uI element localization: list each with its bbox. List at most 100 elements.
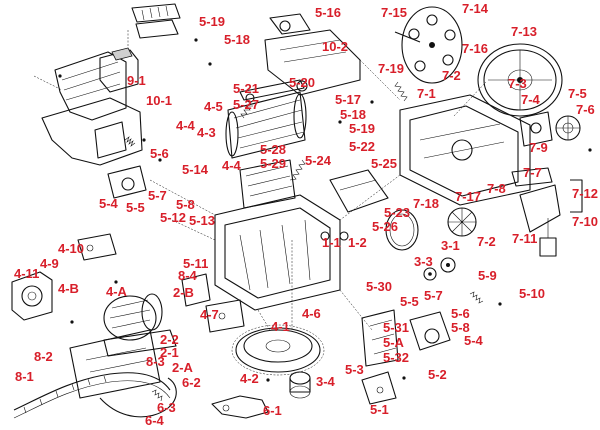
callout-7-6: 7-6: [576, 102, 595, 117]
callout-5-17: 5-17: [335, 92, 361, 107]
line-art: [11, 3, 592, 419]
callout-5-22: 5-22: [349, 139, 375, 154]
callout-8-2: 8-2: [34, 349, 53, 364]
callout-5-4-left: 5-4: [99, 196, 119, 211]
callout-6-1: 6-1: [263, 403, 282, 418]
callout-4-9: 4-9: [40, 256, 59, 271]
roller-5-4: [107, 165, 147, 199]
bracket-7-9: [519, 111, 553, 147]
callout-5-21: 5-21: [233, 81, 259, 96]
wire-6-4: [99, 377, 177, 418]
callout-6-3: 6-3: [157, 400, 176, 415]
callout-2-B: 2-B: [173, 285, 194, 300]
callout-5-25: 5-25: [371, 156, 397, 171]
callout-6-2: 6-2: [182, 375, 201, 390]
callout-4-2: 4-2: [240, 371, 259, 386]
callout-4-4-lower: 4-4: [222, 158, 242, 173]
callout-10-1: 10-1: [146, 93, 172, 108]
callout-2-A: 2-A: [172, 360, 194, 375]
callout-7-17: 7-17: [455, 189, 481, 204]
callout-5-A: 5-A: [383, 335, 405, 350]
callout-5-6-left: 5-6: [150, 146, 169, 161]
callout-4-6: 4-6: [302, 306, 321, 321]
screws-1: [320, 231, 349, 241]
callout-5-10: 5-10: [519, 286, 545, 301]
assembly-5-5: [361, 309, 451, 367]
callout-4-B: 4-B: [58, 281, 79, 296]
belt-7-18: [385, 209, 419, 251]
callout-10-2: 10-2: [322, 39, 348, 54]
callout-4-3: 4-3: [197, 125, 216, 140]
bracket-5-23: [329, 169, 389, 213]
callout-3-3: 3-3: [414, 254, 433, 269]
callout-5-18-mid: 5-18: [340, 107, 366, 122]
assembly-5-1: [361, 371, 397, 405]
callout-3-1: 3-1: [441, 238, 460, 253]
callout-5-5-right: 5-5: [400, 294, 419, 309]
callout-4-10: 4-10: [58, 241, 84, 256]
callout-4-1: 4-1: [271, 319, 290, 334]
gear-3-1: [440, 257, 456, 273]
callout-7-19: 7-19: [378, 61, 404, 76]
callout-7-2: 7-2: [442, 68, 461, 83]
bracket-7-10: [511, 167, 583, 257]
callout-5-23: 5-23: [384, 205, 410, 220]
cable-8-1: [13, 372, 171, 419]
top-connectors: [131, 3, 181, 39]
motor-9-1: [99, 30, 139, 93]
callout-5-8-left: 5-8: [176, 197, 195, 212]
guide-lines: [149, 59, 487, 331]
callout-9-1: 9-1: [127, 73, 146, 88]
callout-5-29: 5-29: [260, 156, 286, 171]
capstan-5-20: [239, 79, 308, 103]
callout-5-13: 5-13: [189, 213, 215, 228]
callout-4-5: 4-5: [204, 99, 223, 114]
motor-4-B: [11, 271, 53, 321]
callout-7-2-lower: 7-2: [477, 234, 496, 249]
callout-4-A: 4-A: [106, 284, 128, 299]
callout-5-18-top: 5-18: [224, 32, 250, 47]
callout-7-10: 7-10: [572, 214, 598, 229]
block-8-4: [181, 273, 211, 307]
callout-8-1: 8-1: [15, 369, 34, 384]
callout-8-3: 8-3: [146, 354, 165, 369]
callout-labels: 7-15 7-14 7-13 7-16 7-19 7-2 7-1 7-3 7-4…: [14, 1, 598, 428]
pulley-7-17: [447, 207, 477, 237]
callout-7-1: 7-1: [417, 86, 436, 101]
callout-5-6-right: 5-6: [451, 306, 470, 321]
callout-8-4: 8-4: [178, 268, 198, 283]
springs: [124, 81, 484, 402]
callout-5-9: 5-9: [478, 268, 497, 283]
callout-5-5-left: 5-5: [126, 200, 145, 215]
cover-10-2: [264, 13, 361, 96]
callout-1-2: 1-2: [348, 235, 367, 250]
callout-4-4-upper: 4-4: [176, 118, 196, 133]
callout-3-4: 3-4: [316, 374, 336, 389]
callout-5-3: 5-3: [345, 362, 364, 377]
callout-7-12: 7-12: [572, 186, 598, 201]
callout-5-24: 5-24: [305, 153, 332, 168]
gear-4-1: [231, 324, 325, 376]
callout-5-7-left: 5-7: [148, 188, 167, 203]
callout-2-1: 2-1: [160, 345, 179, 360]
plate-8-2: [69, 329, 161, 399]
callout-7-7: 7-7: [523, 165, 542, 180]
callout-7-16: 7-16: [462, 41, 488, 56]
callout-7-3: 7-3: [508, 76, 527, 91]
callout-5-30: 5-30: [366, 279, 392, 294]
callout-5-12: 5-12: [160, 210, 186, 225]
bracket-10-1: [33, 51, 143, 166]
callout-7-5: 7-5: [568, 86, 587, 101]
callout-7-18: 7-18: [413, 196, 439, 211]
gear-7-6: [555, 115, 581, 141]
callout-5-14: 5-14: [182, 162, 209, 177]
callout-7-8: 7-8: [487, 181, 506, 196]
callout-5-26: 5-26: [372, 219, 398, 234]
gear-3-3: [423, 267, 437, 281]
motor-4-A: [103, 293, 177, 357]
callout-5-20: 5-20: [289, 75, 315, 90]
callout-7-15: 7-15: [381, 5, 407, 20]
lever-6-1: [211, 395, 269, 419]
callout-1-1: 1-1: [322, 235, 341, 250]
